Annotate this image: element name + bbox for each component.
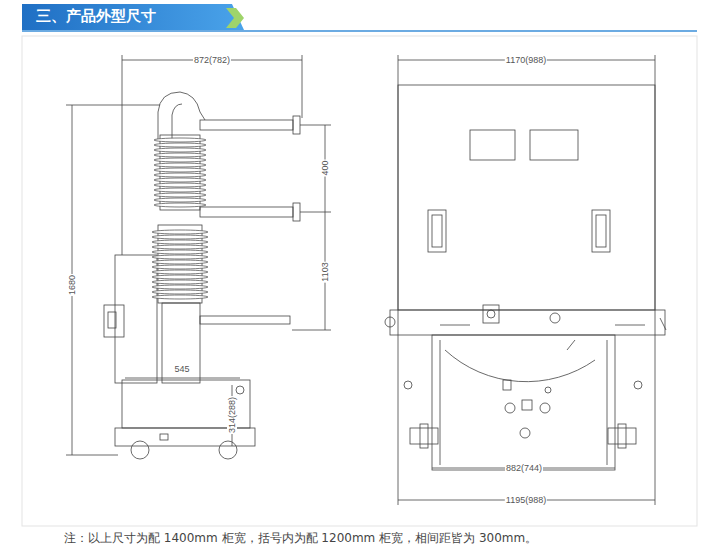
insulator-shed bbox=[152, 240, 208, 244]
insulator-shed bbox=[154, 148, 206, 152]
insulator-shed bbox=[152, 275, 208, 279]
dimension-label: 1195(988) bbox=[505, 495, 547, 505]
insulator-shed bbox=[154, 203, 206, 207]
dimension-label: 1680 bbox=[67, 274, 77, 296]
dimension-label: 545 bbox=[173, 364, 190, 374]
insulator-shed bbox=[152, 280, 208, 284]
dimension-label: 1170(988) bbox=[505, 55, 547, 65]
insulator-shed bbox=[152, 255, 208, 259]
insulator-shed bbox=[152, 265, 208, 269]
insulator-shed bbox=[154, 163, 206, 167]
dimension-label: 314(288) bbox=[227, 396, 237, 434]
insulator-shed bbox=[152, 285, 208, 289]
insulator-shed bbox=[154, 143, 206, 147]
insulator-shed bbox=[154, 138, 206, 142]
insulator-shed bbox=[154, 168, 206, 172]
dimension-label: 1103 bbox=[320, 261, 330, 282]
insulator-shed bbox=[152, 270, 208, 274]
insulator-shed bbox=[154, 198, 206, 202]
dimension-label: 882(744) bbox=[505, 463, 543, 473]
dimension-label: 400 bbox=[320, 159, 330, 176]
insulator-shed bbox=[152, 235, 208, 239]
insulator-shed bbox=[154, 188, 206, 192]
insulator-shed bbox=[154, 183, 206, 187]
insulator-shed bbox=[154, 153, 206, 157]
insulator-shed bbox=[152, 260, 208, 264]
dimension-label: 872(782) bbox=[193, 55, 231, 65]
note-caption: 注：以上尺寸为配 1400mm 柜宽，括号内为配 1200mm 柜宽，相间距皆为… bbox=[64, 530, 537, 546]
insulator-shed bbox=[152, 290, 208, 294]
insulator-shed bbox=[152, 250, 208, 254]
insulator-shed bbox=[152, 245, 208, 249]
insulator-shed bbox=[154, 173, 206, 177]
insulator-shed bbox=[152, 230, 208, 234]
insulator-shed bbox=[154, 178, 206, 182]
insulator-shed bbox=[152, 295, 208, 299]
insulator-shed bbox=[154, 193, 206, 197]
section-title: 三、产品外型尺寸 bbox=[36, 6, 156, 26]
insulator-shed bbox=[154, 158, 206, 162]
